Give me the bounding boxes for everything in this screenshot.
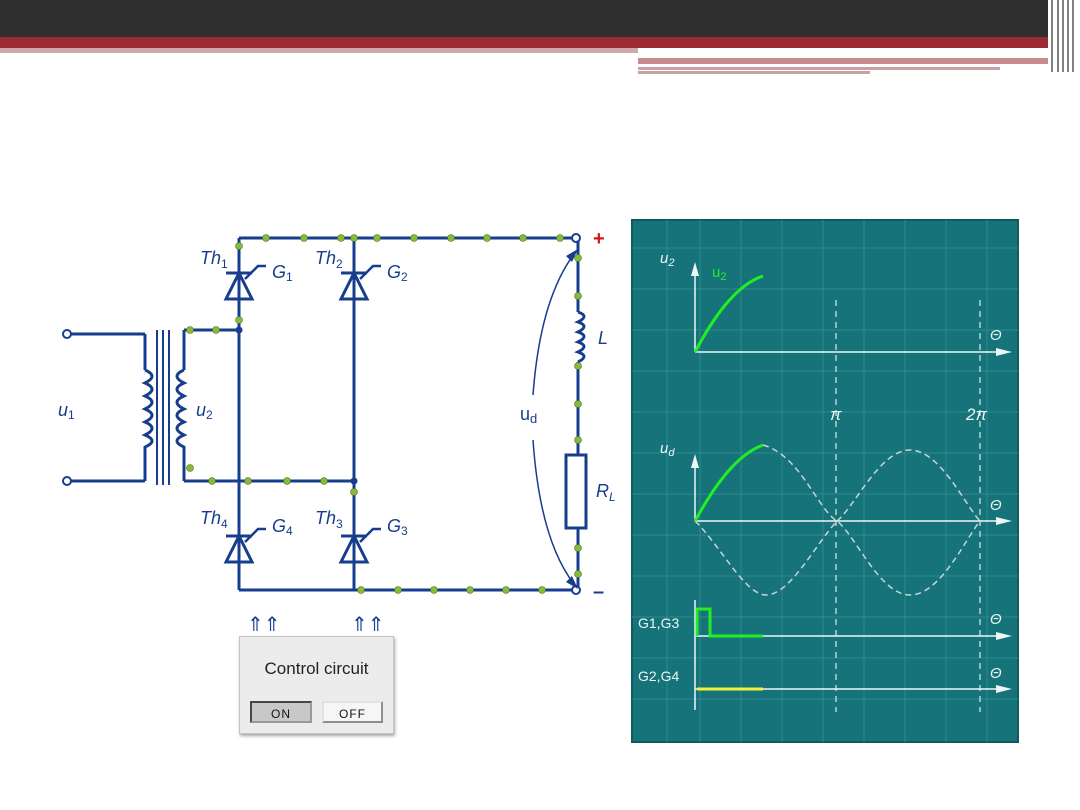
bridge-rectifier-circuit: u1 u2 Th1 G1 Th2 G2 Th4 G4 Th3 G3 L RL u… (58, 228, 616, 636)
g4-label: G4 (272, 516, 293, 538)
g1-g3-pulse (695, 607, 763, 638)
oscilloscope-panel: u2 ud Θ Θ Θ Θ π 2π G1,G3 G2,G4 u2 (631, 219, 1019, 743)
g2-label: G2 (387, 262, 408, 284)
input-terminal-bottom (62, 476, 72, 486)
output-voltage-arrows (532, 253, 575, 585)
control-arrows-right: ⇑⇑ (351, 614, 385, 636)
plus-sign: + (593, 228, 605, 250)
thyristor-th2-icon (338, 264, 381, 301)
junction-dots (235, 326, 358, 485)
u2-axis-label: u2 (660, 250, 674, 269)
output-terminal-plus (571, 233, 581, 243)
inductor-label: L (598, 328, 608, 348)
ud-reference-waveform (694, 444, 981, 596)
theta-label-2: Θ (990, 497, 1002, 514)
resistor-label: RL (596, 481, 616, 504)
thyristor-th4-icon (223, 527, 266, 564)
theta-label-3: Θ (990, 611, 1002, 628)
control-circuit-title: Control circuit (264, 659, 369, 678)
off-button[interactable]: OFF (322, 701, 383, 723)
scope-background (631, 219, 1019, 743)
th1-label: Th1 (200, 248, 228, 271)
on-button[interactable]: ON (250, 701, 312, 723)
phase-markers (835, 300, 981, 712)
scope-grid (632, 220, 1018, 742)
g1-label: G1 (272, 262, 293, 284)
current-flow-dots (186, 234, 582, 594)
theta-label-1: Θ (990, 327, 1002, 344)
g2-g4-label: G2,G4 (638, 668, 679, 684)
g1-g3-label: G1,G3 (638, 615, 679, 631)
circuit-wires (71, 236, 580, 592)
theta-label-4: Θ (990, 665, 1002, 682)
output-voltage-label: ud (520, 404, 537, 426)
minus-sign: – (593, 581, 604, 603)
thyristor-th1-icon (223, 264, 266, 301)
input-voltage-label: u1 (58, 400, 75, 422)
input-terminal-top (62, 329, 72, 339)
ud-trace (693, 443, 764, 522)
control-arrows-left: ⇑⇑ (247, 614, 281, 636)
th3-label: Th3 (315, 508, 343, 531)
two-pi-label: 2π (965, 405, 987, 424)
thyristor-th3-icon (338, 527, 381, 564)
ud-axis-label: ud (660, 440, 675, 459)
transformer (141, 330, 188, 485)
th2-label: Th2 (315, 248, 343, 271)
slide-header-bar (0, 0, 1080, 75)
g3-label: G3 (387, 516, 408, 538)
resistor-icon (564, 453, 588, 530)
u2-trace (693, 274, 764, 353)
th4-label: Th4 (200, 508, 228, 531)
control-circuit-panel: Control circuit ON OFF (239, 636, 394, 734)
secondary-voltage-label: u2 (196, 400, 213, 422)
axis-arrowheads (691, 262, 1012, 693)
pi-label: π (830, 405, 842, 424)
inductor-icon (574, 310, 586, 364)
u2-trace-label: u2 (712, 264, 726, 283)
